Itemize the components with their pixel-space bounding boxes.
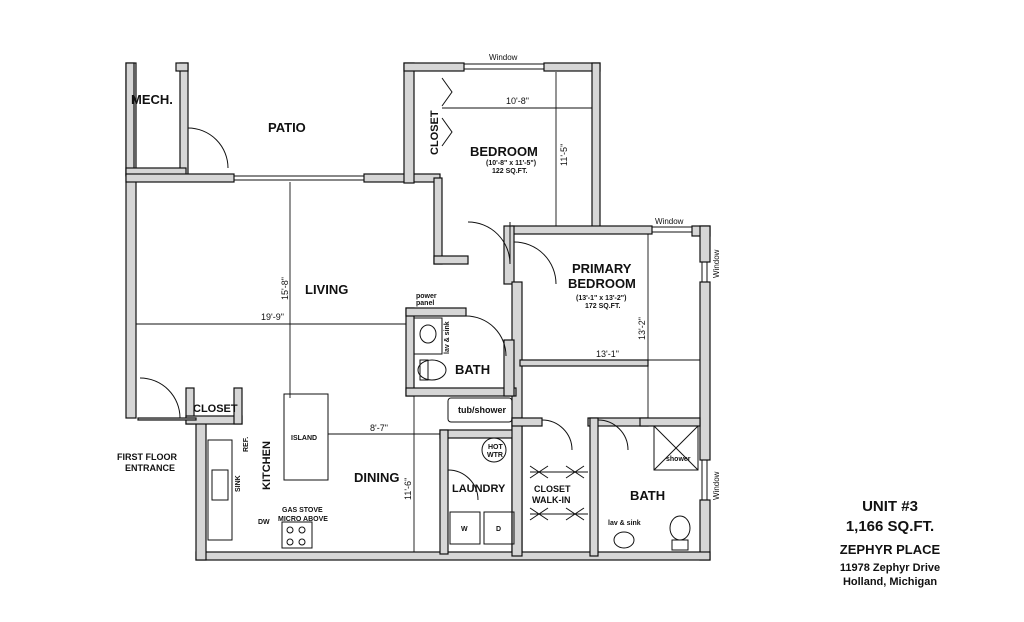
primary-bedroom-area: 172 SQ.FT. <box>585 303 620 310</box>
primary-width-dim: 13'-1" <box>596 349 619 359</box>
bath2-label: BATH <box>630 488 665 503</box>
living-label: LIVING <box>305 282 348 297</box>
gas-stove-label: GAS STOVE <box>282 507 323 514</box>
dining-width-dim: 8'-7" <box>370 423 388 433</box>
dw-label: DW <box>258 519 270 526</box>
property-city: Holland, Michigan <box>842 576 938 588</box>
unit-title: UNIT #3 <box>862 498 918 515</box>
bedroom-size: (10'-8" x 11'-5") <box>486 160 536 167</box>
window-primary-top-label: Window <box>655 217 684 226</box>
dining-label: DINING <box>354 470 400 485</box>
living-height-dim: 15'-8" <box>280 277 290 300</box>
bedroom-width-dim: 10'-8" <box>506 96 529 106</box>
window-primary-right-label: Window <box>712 249 721 278</box>
sink-label: SINK <box>235 475 242 492</box>
tub-shower-label: tub/shower <box>458 405 506 415</box>
primary-bedroom-label-2: BEDROOM <box>568 276 636 291</box>
hot-water-label-1: HOT <box>488 444 504 451</box>
windows <box>234 63 708 500</box>
primary-height-dim: 13'-2" <box>637 317 647 340</box>
dimension-labels: 10'-8" 11'-5" 15'-8" 19'-9" 13'-1" 13'-2… <box>261 96 647 500</box>
bath-label: BATH <box>455 362 490 377</box>
laundry-label: LAUNDRY <box>452 483 506 495</box>
lav-sink-label: lav & sink <box>444 321 451 354</box>
window-top-label: Window <box>489 53 518 62</box>
closet-label: CLOSET <box>429 110 441 155</box>
room-labels: MECH. PATIO CLOSET BEDROOM (10'-8" x 11'… <box>117 92 665 505</box>
unit-area: 1,166 SQ.FT. <box>845 518 935 535</box>
primary-bedroom-label-1: PRIMARY <box>572 261 632 276</box>
shower-label: shower <box>666 456 691 463</box>
kitchen-label: KITCHEN <box>261 441 273 490</box>
dimension-lines <box>136 72 700 552</box>
washer-label: W <box>461 526 468 533</box>
lav-sink2-label: lav & sink <box>608 520 641 527</box>
bedroom-area: 122 SQ.FT. <box>492 168 527 175</box>
mech-label: MECH. <box>131 92 173 107</box>
fixture-labels: power panel lav & sink tub/shower HOT WT… <box>235 293 691 533</box>
living-width-dim: 19'-9" <box>261 312 284 322</box>
property-name: ZEPHYR PLACE <box>839 542 941 557</box>
entrance-label-2: ENTRANCE <box>125 463 175 473</box>
ref-label: REF. <box>243 437 250 452</box>
island-label: ISLAND <box>291 435 317 442</box>
primary-bedroom-size: (13'-1" x 13'-2") <box>576 295 626 302</box>
bedroom-height-dim: 11'-5" <box>559 144 569 166</box>
bedroom-label: BEDROOM <box>470 144 538 159</box>
power-panel-label-2: panel <box>416 300 434 307</box>
micro-above-label: MICRO ABOVE <box>278 516 328 523</box>
property-address: 11978 Zephyr Drive <box>839 562 941 574</box>
window-labels: Window Window Window Window <box>489 53 721 500</box>
dining-height-dim: 11'-6" <box>403 478 413 500</box>
door-swings <box>139 77 629 501</box>
closet-entry-label: CLOSET <box>193 403 238 415</box>
power-panel-label-1: power <box>416 293 437 300</box>
hot-water-label-2: WTR <box>487 452 503 459</box>
exterior-walls <box>125 62 711 561</box>
closet-walkin-label-2: WALK-IN <box>532 495 571 505</box>
fixtures <box>207 317 699 551</box>
dryer-label: D <box>496 526 501 533</box>
closet-walkin-label-1: CLOSET <box>534 484 571 494</box>
patio-label: PATIO <box>268 120 306 135</box>
window-bath-right-label: Window <box>712 471 721 500</box>
entrance-label-1: FIRST FLOOR <box>117 452 177 462</box>
